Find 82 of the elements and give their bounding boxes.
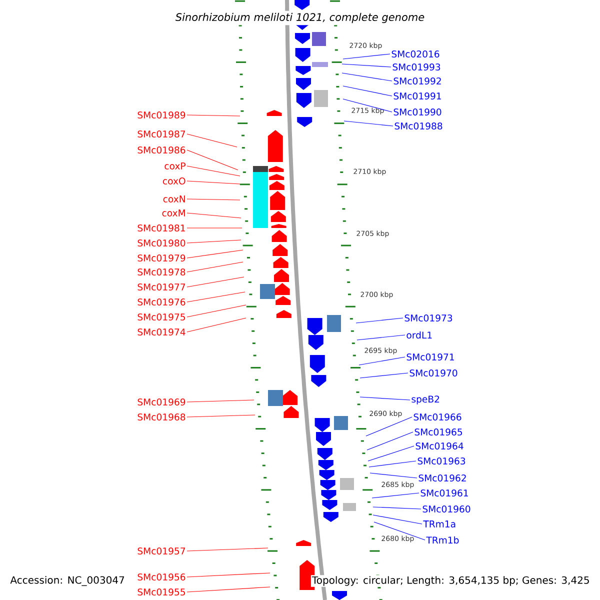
gene-label: TRm1b xyxy=(426,536,459,544)
leader-line xyxy=(186,250,244,258)
leader-line xyxy=(186,414,256,418)
leader-line xyxy=(374,522,426,540)
gene-label: coxO xyxy=(162,178,186,185)
gene-label: ordL1 xyxy=(406,331,432,339)
leader-line xyxy=(342,86,392,96)
gene-label: SMc01964 xyxy=(416,442,464,450)
leader-line xyxy=(186,262,244,272)
leader-line xyxy=(368,446,414,462)
gene-label: SMc01963 xyxy=(418,458,466,465)
gene-label: SMc01993 xyxy=(392,63,440,71)
leader-line xyxy=(186,134,238,148)
gene-label: SMc01962 xyxy=(418,474,466,482)
gene-label: SMc01969 xyxy=(138,398,186,406)
title: Sinorhizobium meliloti 1021, complete genome xyxy=(173,10,427,26)
gene-label: coxP xyxy=(164,162,186,170)
gene-label: coxN xyxy=(163,196,185,202)
leader-line xyxy=(344,120,394,126)
gene-label: SMc01973 xyxy=(404,314,452,322)
leader-line xyxy=(186,150,238,170)
gene-label: SMc01992 xyxy=(394,77,441,85)
leader-line xyxy=(366,432,414,450)
gene-label: TRm1a xyxy=(423,520,456,528)
gene-label: SMc01956 xyxy=(138,574,186,581)
gene-label: SMc01991 xyxy=(394,92,441,100)
leader-line xyxy=(186,240,242,244)
gene-label: SMc01971 xyxy=(406,354,454,361)
leader-line xyxy=(186,212,242,218)
leader-line xyxy=(366,416,412,436)
leader-line xyxy=(186,572,270,578)
gene-label: SMc01986 xyxy=(138,146,186,154)
leader-line xyxy=(360,372,408,378)
leader-line xyxy=(186,586,270,592)
leader-line xyxy=(186,114,240,116)
gene-label: SMc01990 xyxy=(394,108,442,116)
gene-label: SMc01968 xyxy=(138,414,186,421)
gene-label: SMc01957 xyxy=(138,548,185,555)
leader-line xyxy=(358,356,406,366)
leader-line xyxy=(186,318,246,332)
gene-label: SMc01965 xyxy=(414,428,462,436)
gene-label: SMc01976 xyxy=(138,298,186,306)
leader-line xyxy=(186,400,254,402)
gene-label: SMc01977 xyxy=(138,284,185,291)
leader-line xyxy=(186,198,240,200)
leader-line xyxy=(186,292,246,302)
gene-label: SMc01970 xyxy=(410,370,458,377)
gene-label: SMc01981 xyxy=(138,224,185,232)
gene-label: SMc01978 xyxy=(138,268,186,276)
gene-label: SMc01960 xyxy=(422,506,470,513)
leader-line xyxy=(356,334,406,340)
gene-label: SMc01974 xyxy=(138,328,186,336)
leader-line xyxy=(372,506,422,510)
gene-label: SMc01980 xyxy=(138,240,186,247)
leader-line xyxy=(368,460,416,468)
leader-line xyxy=(186,166,240,176)
leader-line xyxy=(186,180,240,184)
leader-line xyxy=(370,472,418,478)
gene-label: SMc01989 xyxy=(138,112,186,119)
leader-line xyxy=(186,548,268,552)
gene-label: SMc01961 xyxy=(420,490,468,497)
gene-label: speB2 xyxy=(412,396,440,404)
leader-line xyxy=(356,318,404,324)
accession-label: Accession: NC_003047 xyxy=(10,576,124,586)
leader-line xyxy=(360,396,410,400)
gene-label: SMc01955 xyxy=(138,588,185,596)
gene-label: SMc01987 xyxy=(138,130,185,138)
leader-line xyxy=(342,98,392,112)
gene-label: SMc01966 xyxy=(414,414,462,421)
leader-line xyxy=(342,54,390,60)
leader-line xyxy=(186,276,244,288)
gene-label: coxM xyxy=(162,210,185,216)
leader-line xyxy=(342,72,392,82)
leader-line xyxy=(342,64,392,68)
leader-line xyxy=(372,514,422,524)
gene-label: SMc01979 xyxy=(138,254,186,262)
gene-label: SMc01975 xyxy=(138,314,185,321)
genome-info-label: Topology: circular; Length: 3,654,135 bp; Genes: 3,425 xyxy=(310,575,591,587)
gene-label: SMc02016 xyxy=(392,50,440,58)
leader-line xyxy=(372,492,420,498)
gene-label: SMc01988 xyxy=(394,122,442,130)
leader-line xyxy=(186,304,246,318)
